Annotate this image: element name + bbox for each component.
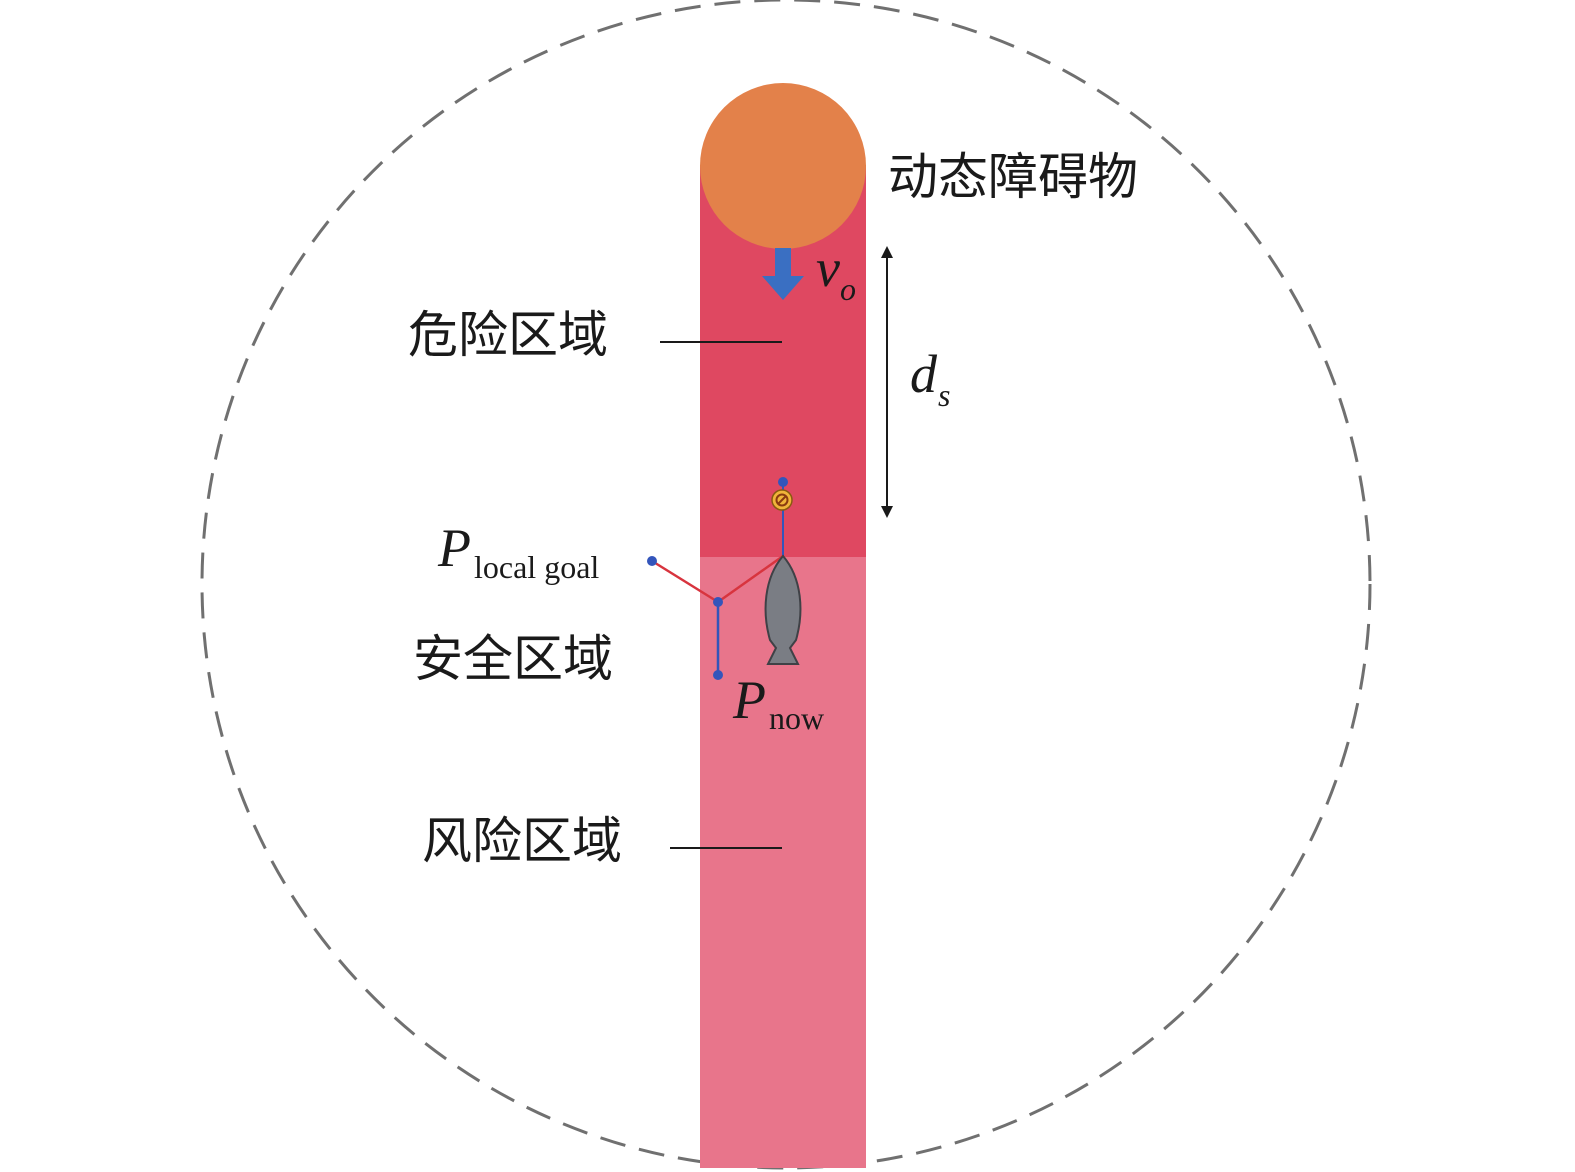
path-to-local-goal — [651, 559, 719, 604]
path-to-vehicle — [717, 554, 784, 604]
path-junction-point — [713, 597, 723, 607]
sensor-range-circle — [200, 0, 1372, 1170]
local-goal-point — [647, 556, 657, 566]
safe-zone-label: 安全区域 — [413, 630, 613, 688]
now-symbol: P — [732, 670, 766, 730]
local-goal-subscript: local goal — [474, 549, 599, 585]
danger-zone-label: 危险区域 — [408, 306, 608, 364]
forward-path-point — [778, 477, 788, 487]
stop-sign-icon — [771, 489, 793, 511]
local-goal-symbol: P — [437, 518, 471, 578]
velocity-symbol: v — [816, 238, 840, 298]
now-subscript: now — [769, 700, 824, 736]
risk-zone-label: 风险区域 — [422, 812, 622, 870]
distance-subscript: s — [938, 377, 950, 413]
obstacle-label: 动态障碍物 — [888, 148, 1138, 206]
arrow-down-icon — [762, 248, 804, 300]
velocity-subscript: o — [840, 271, 856, 307]
usv-boat-icon — [764, 554, 802, 665]
distance-symbol: d — [910, 344, 938, 404]
now-point — [713, 670, 723, 680]
dynamic-obstacle-circle — [700, 83, 866, 249]
